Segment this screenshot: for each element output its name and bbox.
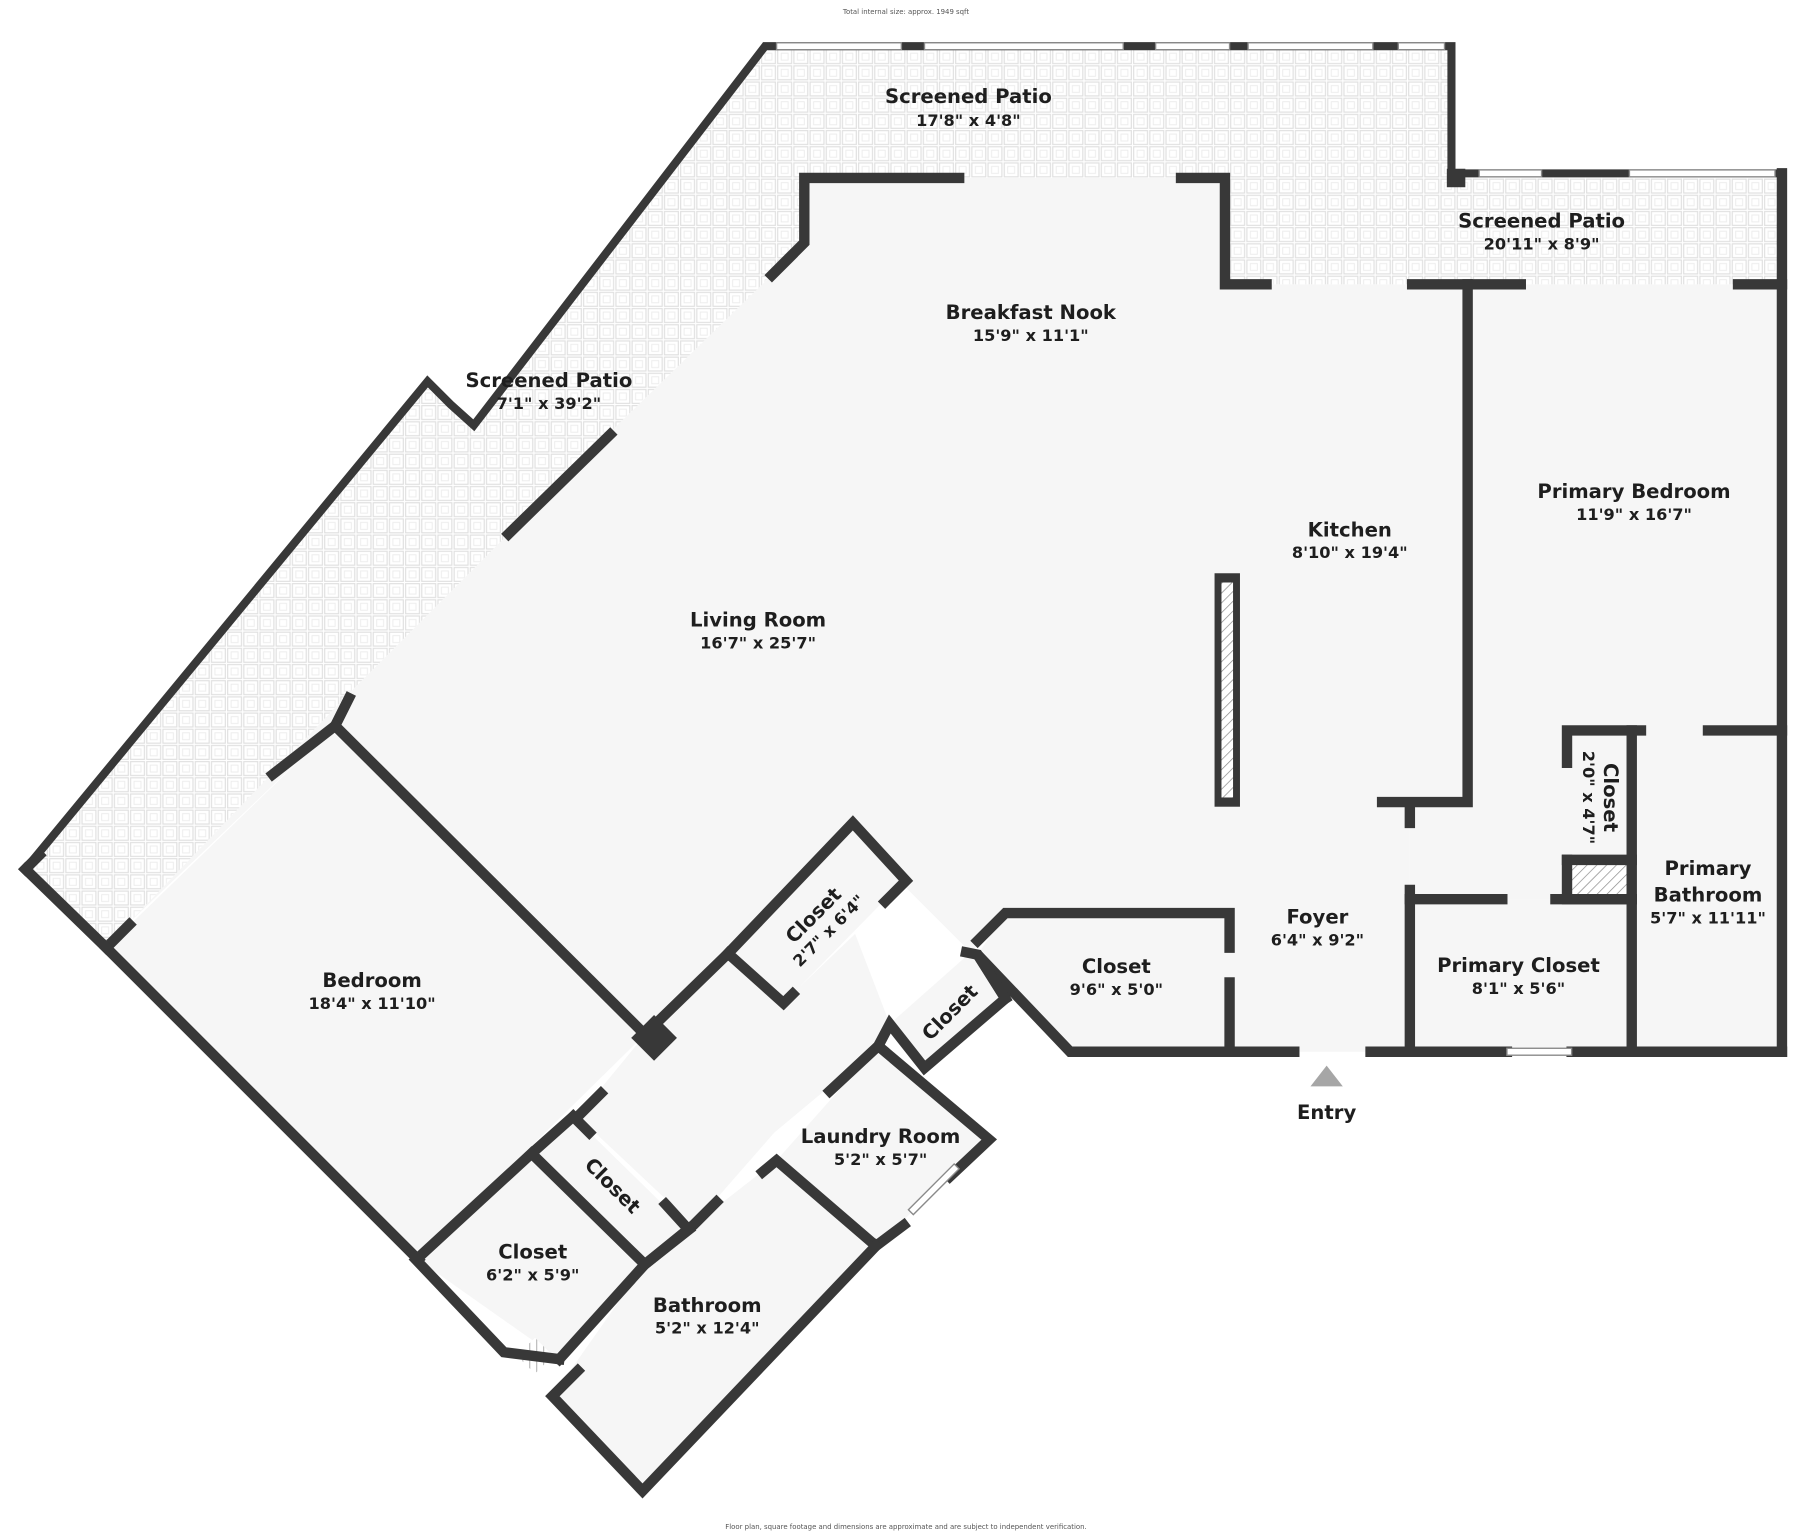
patio-window: [1628, 169, 1776, 178]
column: [1446, 168, 1466, 188]
small-closet-name: Closet: [1599, 763, 1622, 832]
patio-window: [775, 42, 903, 51]
bedroom-floor: [106, 725, 648, 1260]
entry-closet-walls: [871, 946, 1013, 1076]
patio-window: [1247, 42, 1374, 51]
breakfast-nook-name: Breakfast Nook: [946, 301, 1117, 324]
bedroom-closet-name: Closet: [498, 1241, 567, 1264]
patio-window: [923, 42, 1124, 51]
primary-bedroom-name: Primary Bedroom: [1537, 480, 1730, 503]
patio-right-dims: 20'11" x 8'9": [1484, 235, 1600, 254]
bathroom-name: Bathroom: [653, 1294, 762, 1317]
living-room-name: Living Room: [690, 608, 826, 631]
primary-bathroom-name-2: Bathroom: [1654, 883, 1763, 906]
hatched-shaft: [1571, 864, 1628, 895]
disclaimer-note: Floor plan, square footage and dimension…: [725, 1523, 1086, 1531]
patio-outer-wall: [19, 42, 1456, 875]
bedroom-dims: 18'4" x 11'10": [309, 994, 436, 1013]
bedroom-closet-dims: 6'2" x 5'9": [486, 1266, 579, 1285]
bedroom-patio-wall: [98, 917, 137, 956]
living-nook-kitchen-floor: [127, 177, 1468, 1052]
hall-left-wall: [639, 946, 736, 1040]
bedroom-inner-wall: [327, 718, 650, 1040]
small-closet-floor: [1567, 730, 1632, 860]
living-room-dims: 16'7" x 25'7": [700, 633, 816, 652]
bedroom-patio-wall: [265, 718, 343, 782]
hall-closet-walls-2: [720, 946, 801, 1011]
primary-closet-floor: [1409, 899, 1632, 1052]
entry-closet-floor: [889, 952, 1006, 1068]
laundry-window: [907, 1162, 961, 1216]
hallway-floor: [577, 933, 890, 1226]
primary-bathroom-floor: [1631, 730, 1782, 1052]
hall-closet-walls: [720, 815, 914, 961]
kitchen-right-wall: [1376, 279, 1473, 808]
interior-floors: [106, 177, 1782, 1491]
patio-left-name: Screened Patio: [465, 369, 632, 392]
bedroom-closet-floor: [418, 1153, 645, 1360]
kitchen-island-top: [1221, 582, 1234, 798]
total-size-note: Total internal size: approx. 1949 sqft: [842, 8, 969, 16]
foyer-name: Foyer: [1286, 905, 1348, 928]
foyer-closet-name: Closet: [1082, 955, 1151, 978]
entry-label: Entry: [1297, 1101, 1356, 1124]
primary-closet-window: [1506, 1047, 1573, 1056]
bedroom-closet-narrow-floor: [531, 1116, 689, 1265]
laundry-walls-2: [755, 1153, 911, 1253]
foyer-dims: 6'4" x 9'2": [1271, 930, 1364, 949]
screened-patio-areas: [25, 46, 1782, 948]
patio-left-dims: 7'1" x 39'2": [497, 394, 602, 413]
small-closet-walls: [1561, 725, 1637, 768]
entry-arrow-icon: [1310, 1065, 1343, 1087]
patio-partition-wall: [501, 427, 618, 542]
bedroom-closet-walls: [408, 1109, 581, 1365]
primary-bedroom-floor: [1409, 284, 1782, 900]
bathroom-dims: 5'2" x 12'4": [655, 1319, 760, 1338]
patio-window: [1397, 42, 1446, 51]
nook-corner-wall: [764, 249, 798, 283]
bedroom-name: Bedroom: [322, 969, 421, 992]
primary-closet-name: Primary Closet: [1437, 954, 1600, 977]
hall-bottom-wall: [570, 1085, 609, 1124]
patio-corner: [18, 847, 47, 877]
patio-top-dims: 17'8" x 4'8": [916, 111, 1021, 130]
kitchen-name: Kitchen: [1308, 518, 1392, 541]
primary-closet-dims: 8'1" x 5'6": [1472, 979, 1565, 998]
walls: [18, 42, 1788, 1499]
patio-window: [1478, 169, 1543, 178]
bathroom-walls: [545, 1238, 884, 1499]
patio-window: [1154, 42, 1231, 51]
laundry-dims: 5'2" x 5'7": [834, 1150, 927, 1169]
nook-wall-right: [1175, 172, 1272, 290]
hall-closet-floor: [728, 822, 904, 1004]
patio-top-floor: [25, 46, 1782, 948]
primary-bedroom-dims: 11'9" x 16'7": [1576, 505, 1692, 524]
primary-bathroom-name-1: Primary: [1665, 857, 1752, 880]
bathroom-floor: [552, 1160, 876, 1491]
primary-bathroom-dims: 5'7" x 11'11": [1650, 908, 1766, 927]
hall-right-wall: [822, 1038, 886, 1099]
foyer-closet-walls: [970, 907, 1235, 953]
breakfast-nook-dims: 15'9" x 11'1": [973, 326, 1089, 345]
patio-right-name: Screened Patio: [1458, 210, 1625, 233]
foyer-closet-dims: 9'6" x 5'0": [1070, 980, 1163, 999]
laundry-name: Laundry Room: [801, 1125, 961, 1148]
small-closet-label: Closet 2'0" x 4'7": [1579, 751, 1622, 844]
small-closet-dims: 2'0" x 4'7": [1579, 751, 1598, 844]
kitchen-dims: 8'10" x 19'4": [1292, 543, 1408, 562]
laundry-walls: [870, 1038, 998, 1184]
room-labels: Total internal size: approx. 1949 sqft F…: [309, 8, 1766, 1531]
bedroom-outer-wall: [18, 861, 426, 1268]
patio-top-name: Screened Patio: [885, 85, 1052, 108]
bedroom-closet-narrow-walls-2: [524, 1146, 697, 1272]
